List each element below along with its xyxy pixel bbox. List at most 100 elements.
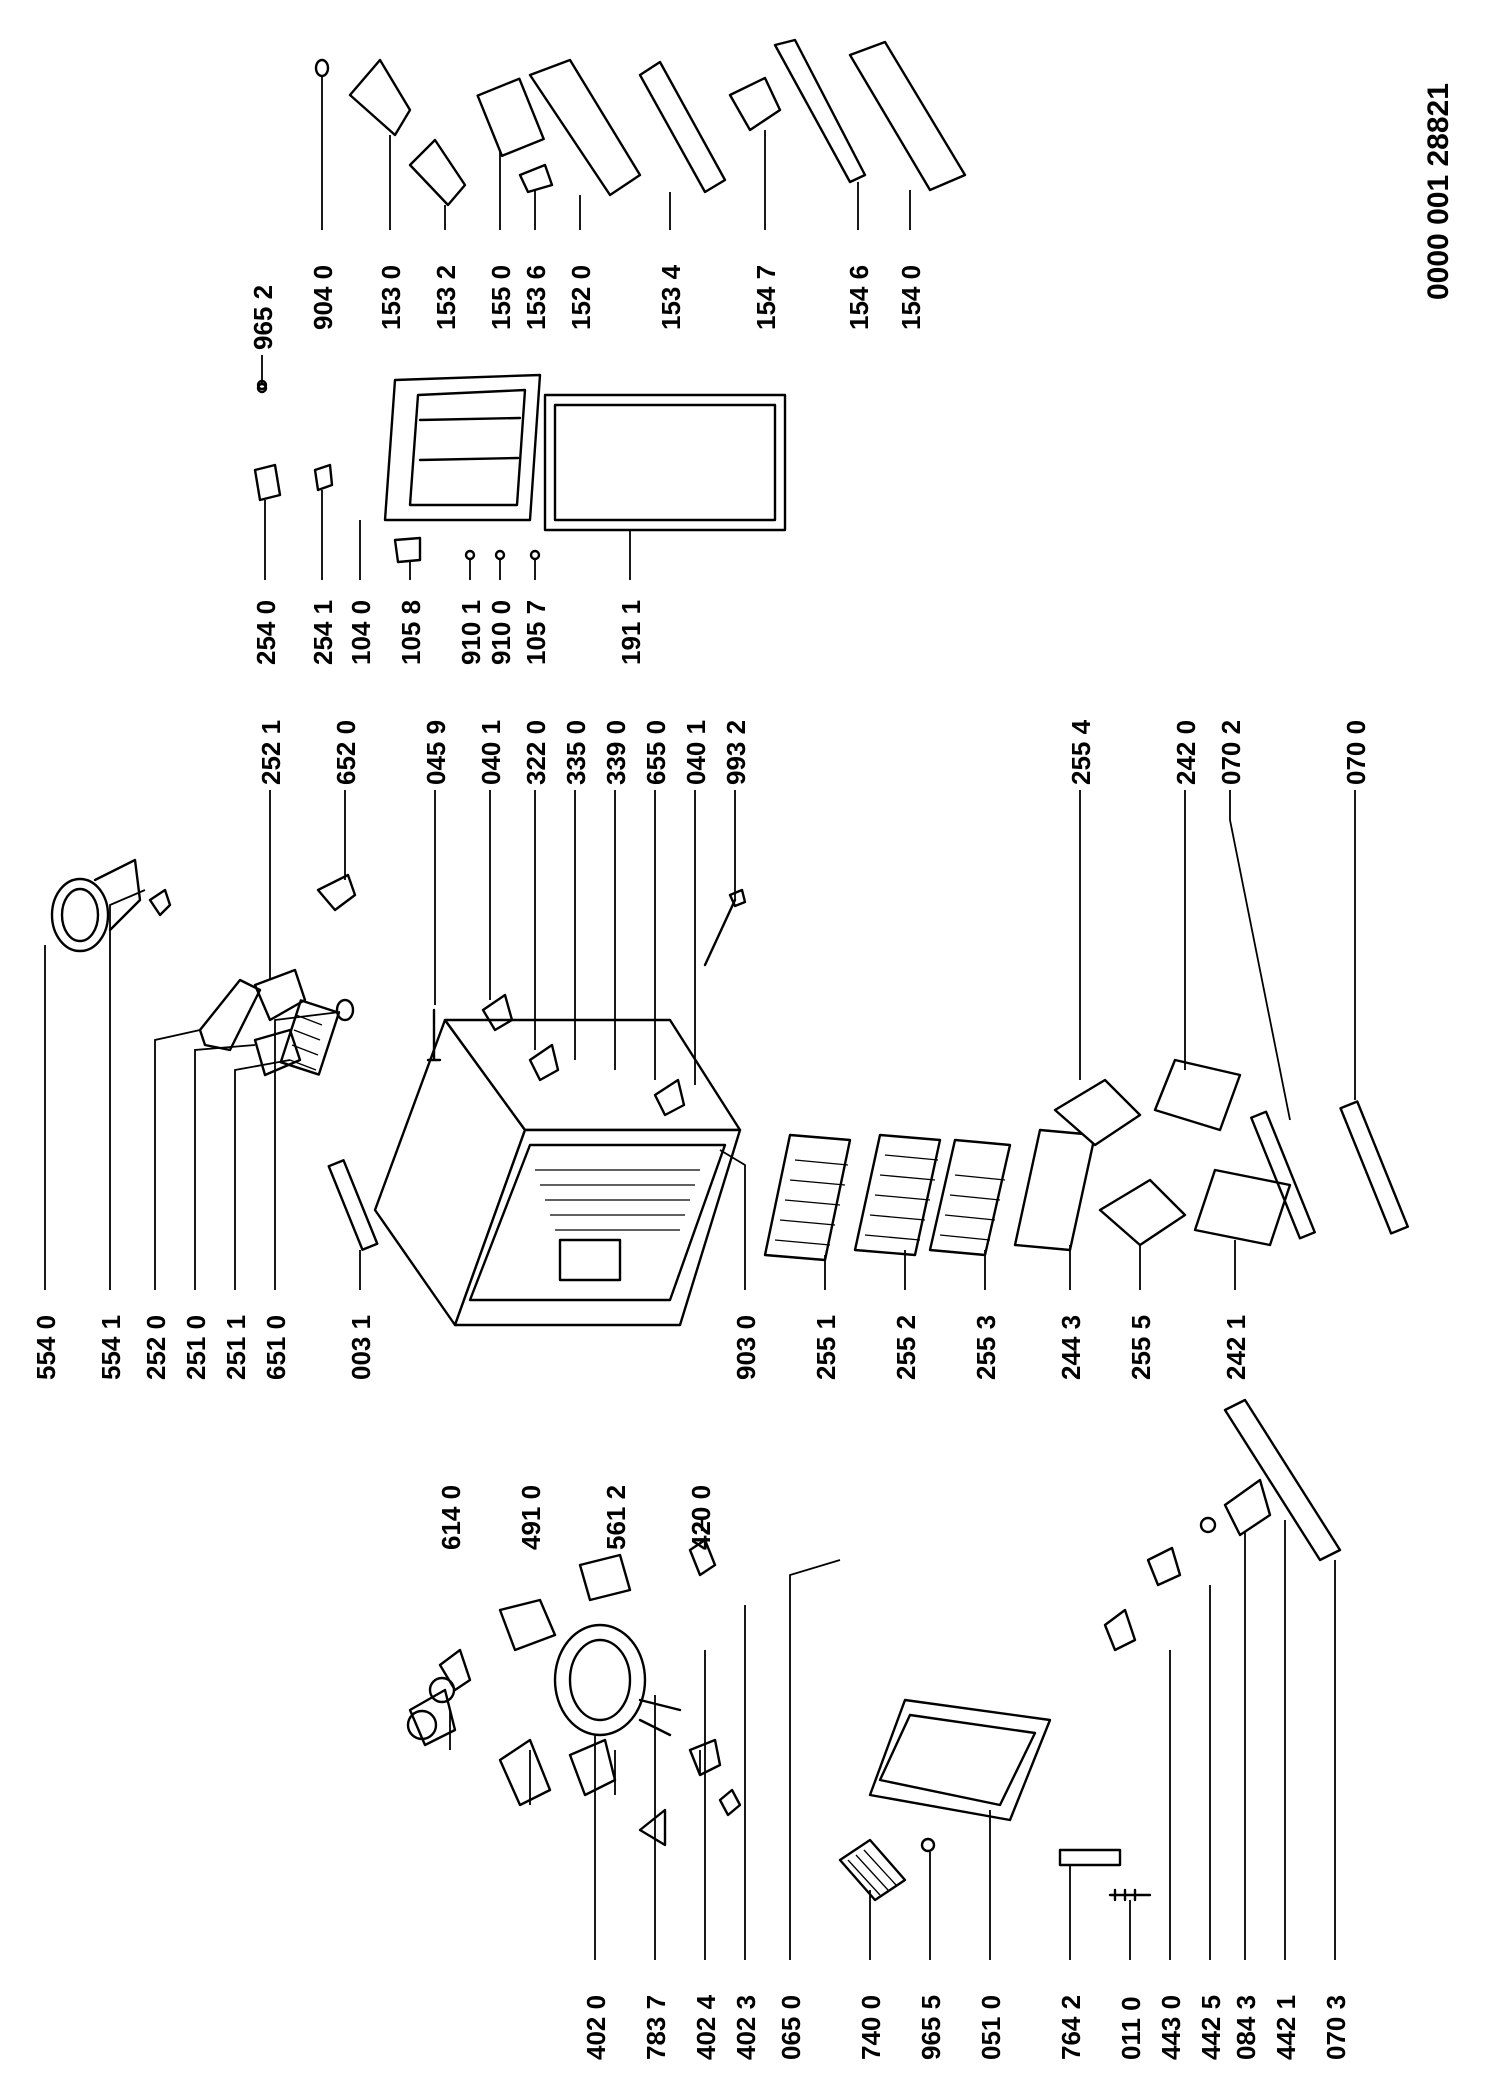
rail-part: [1223, 1398, 1342, 1562]
handle-part: [253, 463, 282, 502]
fan-motor-part: [406, 1688, 457, 1747]
label-105-7: 105 7: [521, 600, 551, 665]
label-252-0: 252 0: [141, 1315, 171, 1380]
document-number: 0000 001 28821: [1422, 83, 1455, 300]
compressor-part: [553, 1623, 682, 1737]
label-903-0: 903 0: [731, 1315, 761, 1380]
label-322-0: 322 0: [521, 720, 551, 785]
hinge-bracket-part: [528, 1043, 560, 1082]
label-402-4: 402 4: [691, 1994, 721, 2060]
label-554-0: 554 0: [31, 1315, 61, 1380]
label-965-2: 965 2: [248, 285, 278, 350]
control-part: [568, 1738, 617, 1797]
nut-part: [1199, 1516, 1217, 1534]
plug-part: [1103, 1608, 1137, 1652]
label-152-0: 152 0: [566, 265, 596, 330]
door-shelf-part: [528, 58, 642, 197]
capacitor-part: [688, 1518, 717, 1577]
label-153-6: 153 6: [521, 265, 551, 330]
label-105-8: 105 8: [396, 600, 426, 665]
shelf-parts: [763, 1133, 1012, 1262]
label-402-0: 402 0: [581, 1995, 611, 2060]
label-335-0: 335 0: [561, 720, 591, 785]
base-frame-part: [868, 1698, 1052, 1822]
label-070-3: 070 3: [1321, 1995, 1351, 2060]
door-bin-part: [348, 58, 412, 137]
fastener-part: [920, 1837, 936, 1853]
cover-part: [498, 1738, 552, 1807]
part-drawings: [50, 38, 1410, 1902]
leader-lines: [44, 76, 1356, 1960]
hinge-bracket-part: [481, 993, 514, 1032]
pin-part: [426, 1008, 442, 1062]
label-084-3: 084 3: [1231, 1995, 1261, 2060]
cover-part: [498, 1598, 557, 1652]
drawer-part: [1153, 1058, 1242, 1132]
pipe-part: [638, 1808, 667, 1847]
label-154-7: 154 7: [751, 265, 781, 330]
relay-part: [428, 1648, 472, 1704]
label-191-1: 191 1: [616, 600, 646, 665]
label-255-2: 255 2: [891, 1315, 921, 1380]
fan-ring-part: [50, 858, 172, 953]
label-764-2: 764 2: [1056, 1995, 1086, 2060]
rail-part: [1339, 1100, 1410, 1235]
label-154-6: 154 6: [844, 265, 874, 330]
door-gasket-part: [543, 393, 787, 532]
tray-part: [1053, 1078, 1142, 1147]
label-254-0: 254 0: [251, 600, 281, 665]
label-070-0: 070 0: [1341, 720, 1371, 785]
condenser-part: [838, 1838, 907, 1902]
label-993-2: 993 2: [721, 720, 751, 785]
switch-part: [1146, 1546, 1182, 1587]
label-040-1: 040 1: [476, 720, 506, 785]
hinge-part: [313, 463, 334, 492]
label-554-1: 554 1: [96, 1315, 126, 1380]
spring-part: [1108, 1888, 1152, 1902]
screw-part: [494, 549, 506, 561]
label-339-0: 339 0: [601, 720, 631, 785]
part-labels: 554 0 554 1 252 0 251 0 251 1 651 0 003 …: [31, 264, 1371, 2060]
bracket-part: [316, 873, 357, 912]
label-255-3: 255 3: [971, 1315, 1001, 1380]
label-252-1: 252 1: [256, 720, 286, 785]
clip-part: [518, 163, 554, 194]
door-part: [383, 373, 542, 522]
label-910-1: 910 1: [456, 600, 486, 665]
terminal-part: [578, 1553, 632, 1602]
cap-part: [314, 58, 330, 78]
label-904-0: 904 0: [308, 265, 338, 330]
bracket-part: [718, 1788, 742, 1817]
label-242-1: 242 1: [1221, 1315, 1251, 1380]
door-bin-part: [408, 138, 467, 207]
label-655-0: 655 0: [641, 720, 671, 785]
screw-part: [529, 549, 541, 561]
label-614-0: 614 0: [436, 1485, 466, 1550]
hinge-part: [393, 536, 422, 564]
label-242-0: 242 0: [1171, 720, 1201, 785]
label-051-0: 051 0: [976, 1995, 1006, 2060]
label-045-9: 045 9: [421, 720, 451, 785]
screw-part: [464, 549, 476, 561]
label-244-3: 244 3: [1056, 1315, 1086, 1380]
knob-part: [335, 998, 355, 1022]
sensor-part: [688, 1738, 722, 1777]
label-153-0: 153 0: [376, 265, 406, 330]
label-255-1: 255 1: [811, 1315, 841, 1380]
label-154-0: 154 0: [896, 265, 926, 330]
rail-part: [1250, 1110, 1316, 1240]
label-420-0: 420 0: [686, 1485, 716, 1550]
bottle-shelf-part: [848, 40, 967, 192]
bracket-part: [1223, 1478, 1272, 1537]
strip-part: [327, 1159, 379, 1251]
hinge-bracket-part: [653, 1078, 686, 1117]
label-251-0: 251 0: [181, 1315, 211, 1380]
label-561-2: 561 2: [601, 1485, 631, 1550]
egg-tray-part: [476, 77, 545, 158]
cabinet-part: [373, 1018, 742, 1327]
label-442-1: 442 1: [1271, 1995, 1301, 2060]
butter-box-part: [728, 76, 782, 132]
filter-part: [1058, 1848, 1122, 1867]
tray-part: [1098, 1178, 1187, 1247]
